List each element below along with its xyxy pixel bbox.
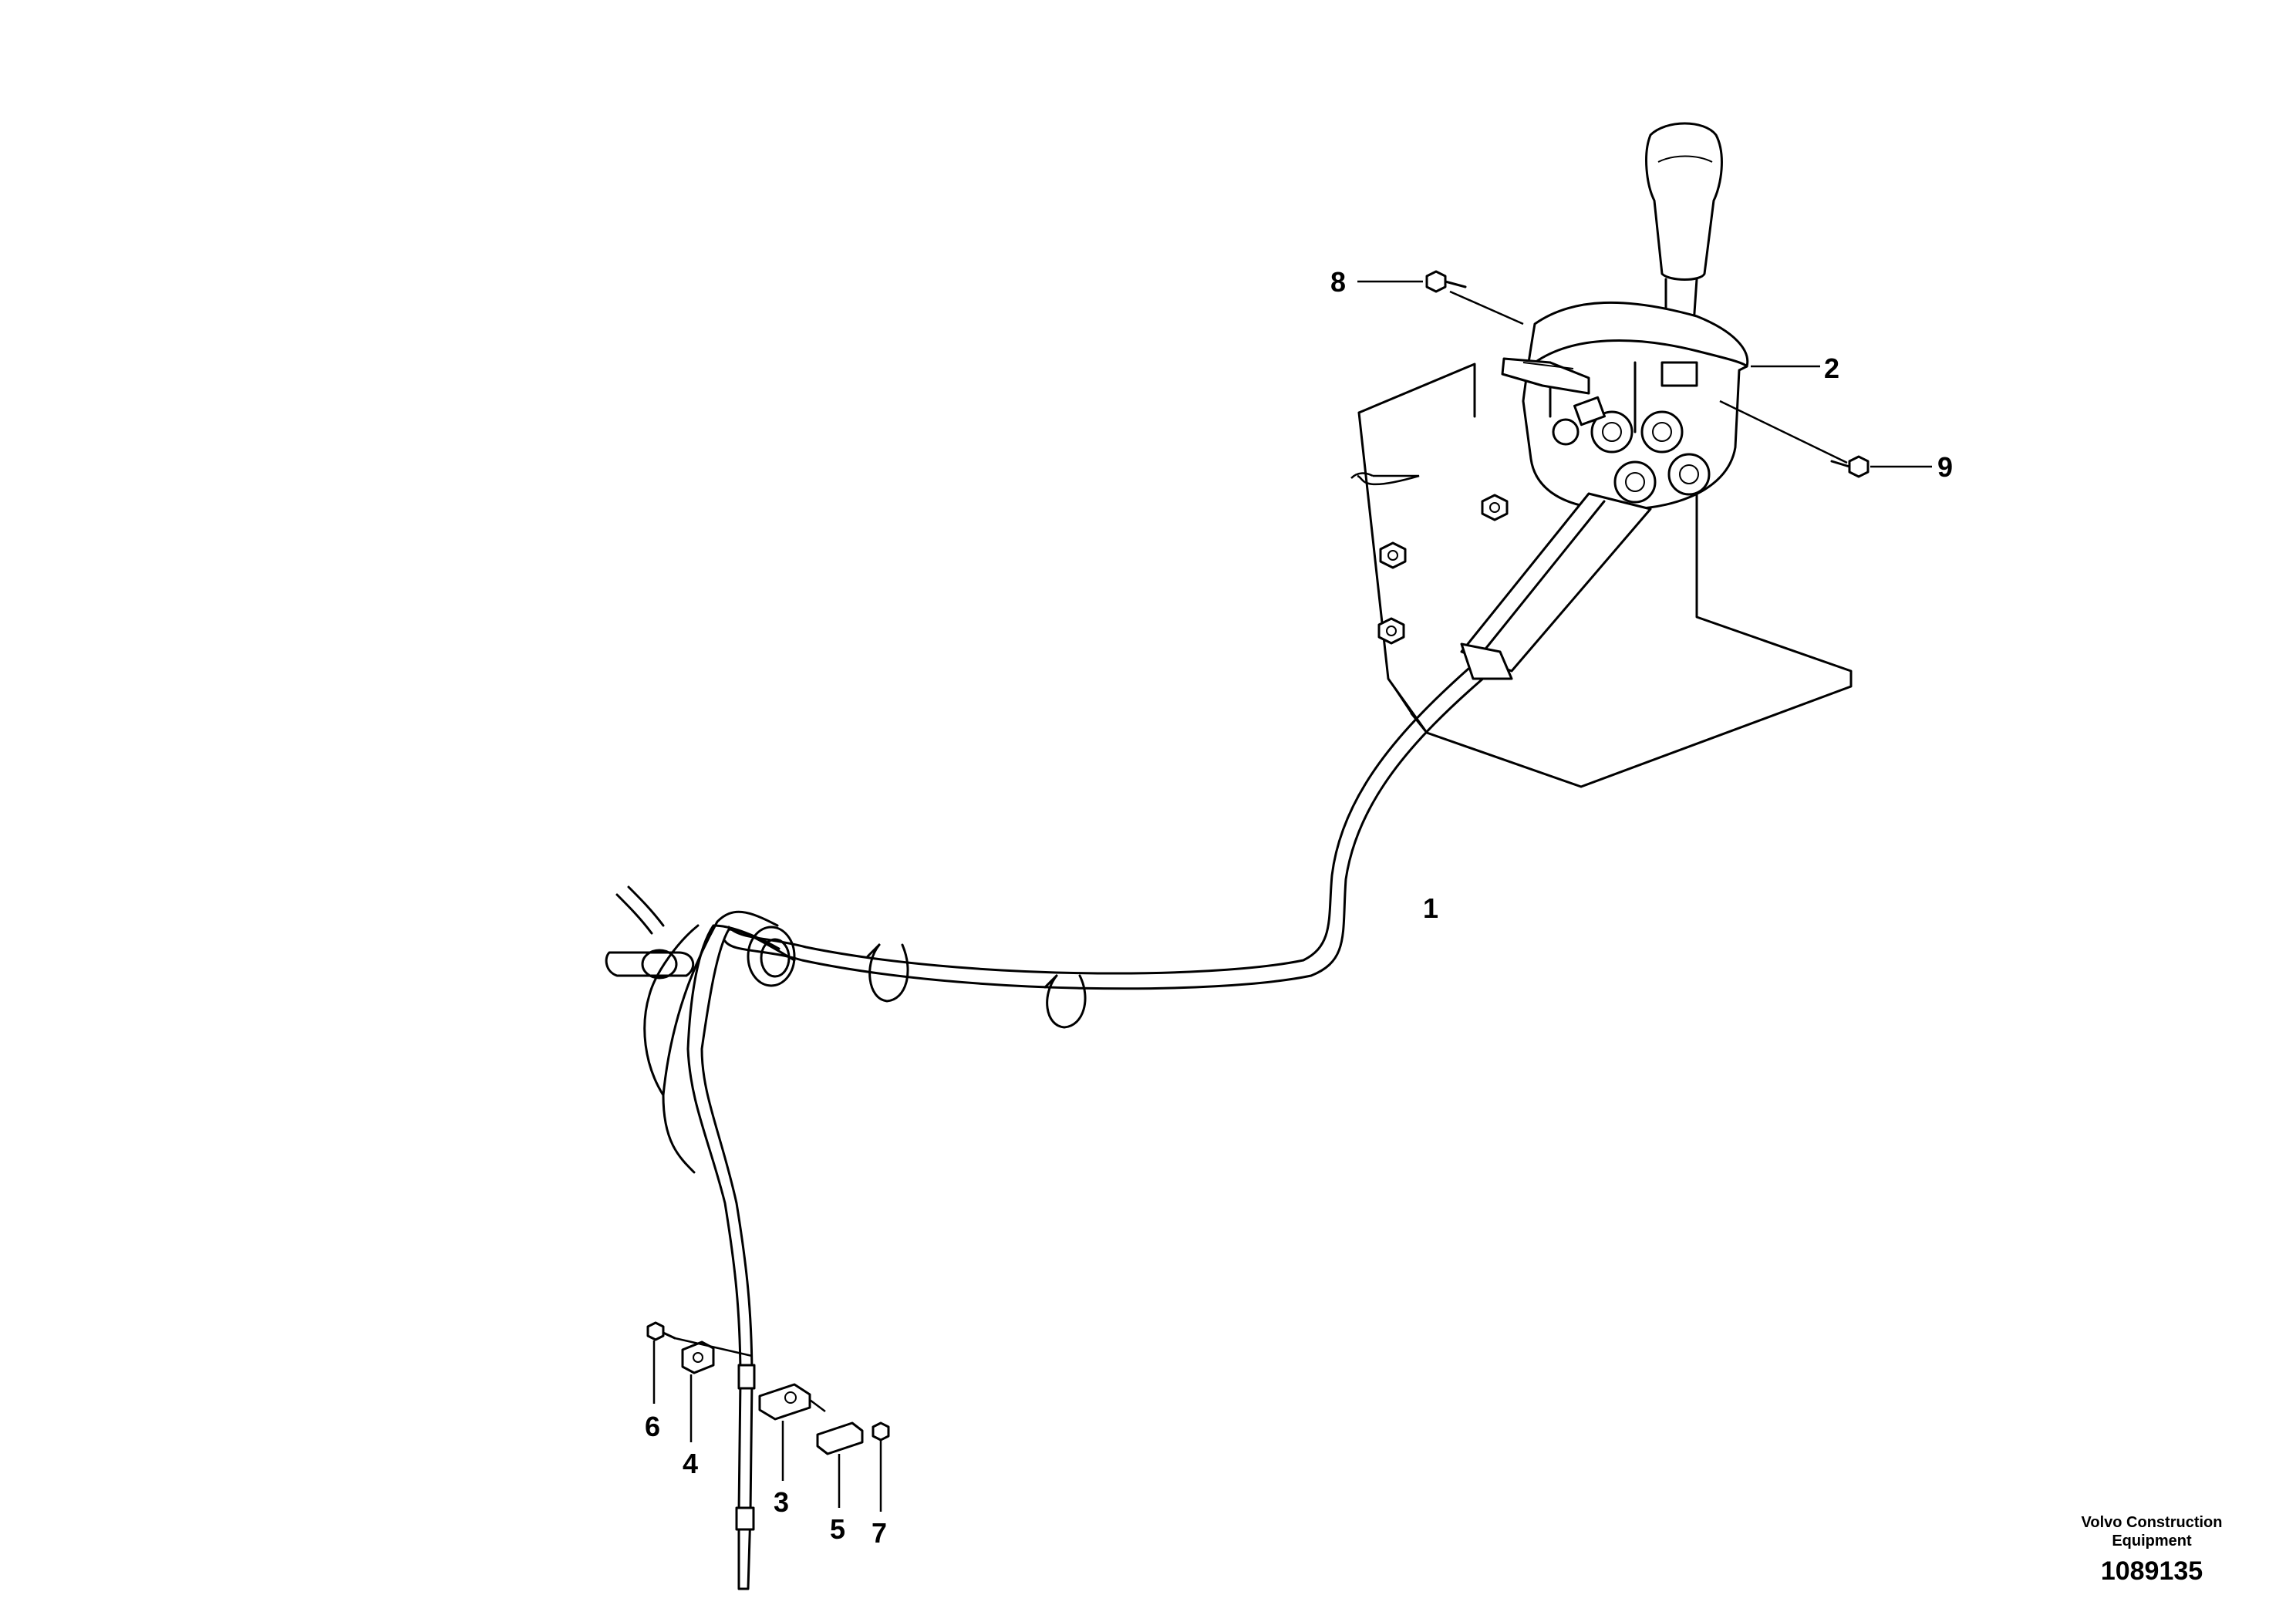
- manufacturer-label: Volvo Construction Equipment: [2052, 1513, 2252, 1550]
- gear-selector-unit: [1460, 122, 1749, 680]
- manufacturer-line-2: Equipment: [2112, 1533, 2192, 1549]
- clip-4: [681, 1340, 715, 1374]
- cable-clamp-1: [866, 943, 909, 1003]
- callout-3: 3: [774, 1486, 789, 1518]
- callout-label: 7: [872, 1517, 887, 1549]
- callout-label: 6: [645, 1411, 660, 1442]
- cable-end-sleeve-upper: [737, 1364, 756, 1390]
- callout-7: 7: [872, 1517, 887, 1549]
- screw-8: [1425, 270, 1467, 293]
- cable-guide-arm: [1460, 492, 1652, 673]
- cable-end-sleeve-lower: [735, 1506, 755, 1531]
- callout-label: 3: [774, 1486, 789, 1518]
- callout-2: 2: [1824, 352, 1839, 384]
- callout-label: 5: [830, 1513, 845, 1545]
- cable-clamp-2: [1043, 974, 1087, 1029]
- screw-6: [646, 1321, 676, 1341]
- callout-8: 8: [1330, 266, 1346, 298]
- callout-6: 6: [645, 1411, 660, 1442]
- callout-9: 9: [1937, 451, 1953, 483]
- callout-label: 9: [1937, 451, 1953, 483]
- bracket-nut-3: [1481, 494, 1509, 521]
- callout-label: 1: [1423, 892, 1438, 924]
- mounting-bracket: [1357, 363, 1853, 788]
- screw-9: [1830, 455, 1870, 478]
- bracket-nut-1: [1379, 541, 1407, 569]
- callout-label: 4: [683, 1448, 698, 1479]
- callout-1: 1: [1423, 892, 1438, 924]
- manufacturer-line-1: Volvo Construction: [2081, 1514, 2223, 1531]
- callout-label: 2: [1824, 352, 1839, 384]
- callout-5: 5: [830, 1513, 845, 1545]
- control-cable: [615, 662, 1486, 1590]
- document-number: 1089135: [2100, 1556, 2203, 1586]
- bracket-nut-2: [1377, 617, 1405, 645]
- bracket-3: [758, 1383, 811, 1421]
- plate-5: [816, 1421, 864, 1455]
- shift-knob: [1645, 122, 1723, 281]
- leader-lines: [652, 280, 1932, 1512]
- callout-label: 8: [1330, 266, 1346, 298]
- callout-4: 4: [683, 1448, 698, 1479]
- nut-7: [872, 1421, 890, 1442]
- cable-clamp-3: [605, 949, 695, 980]
- cable-grommet: [747, 926, 796, 987]
